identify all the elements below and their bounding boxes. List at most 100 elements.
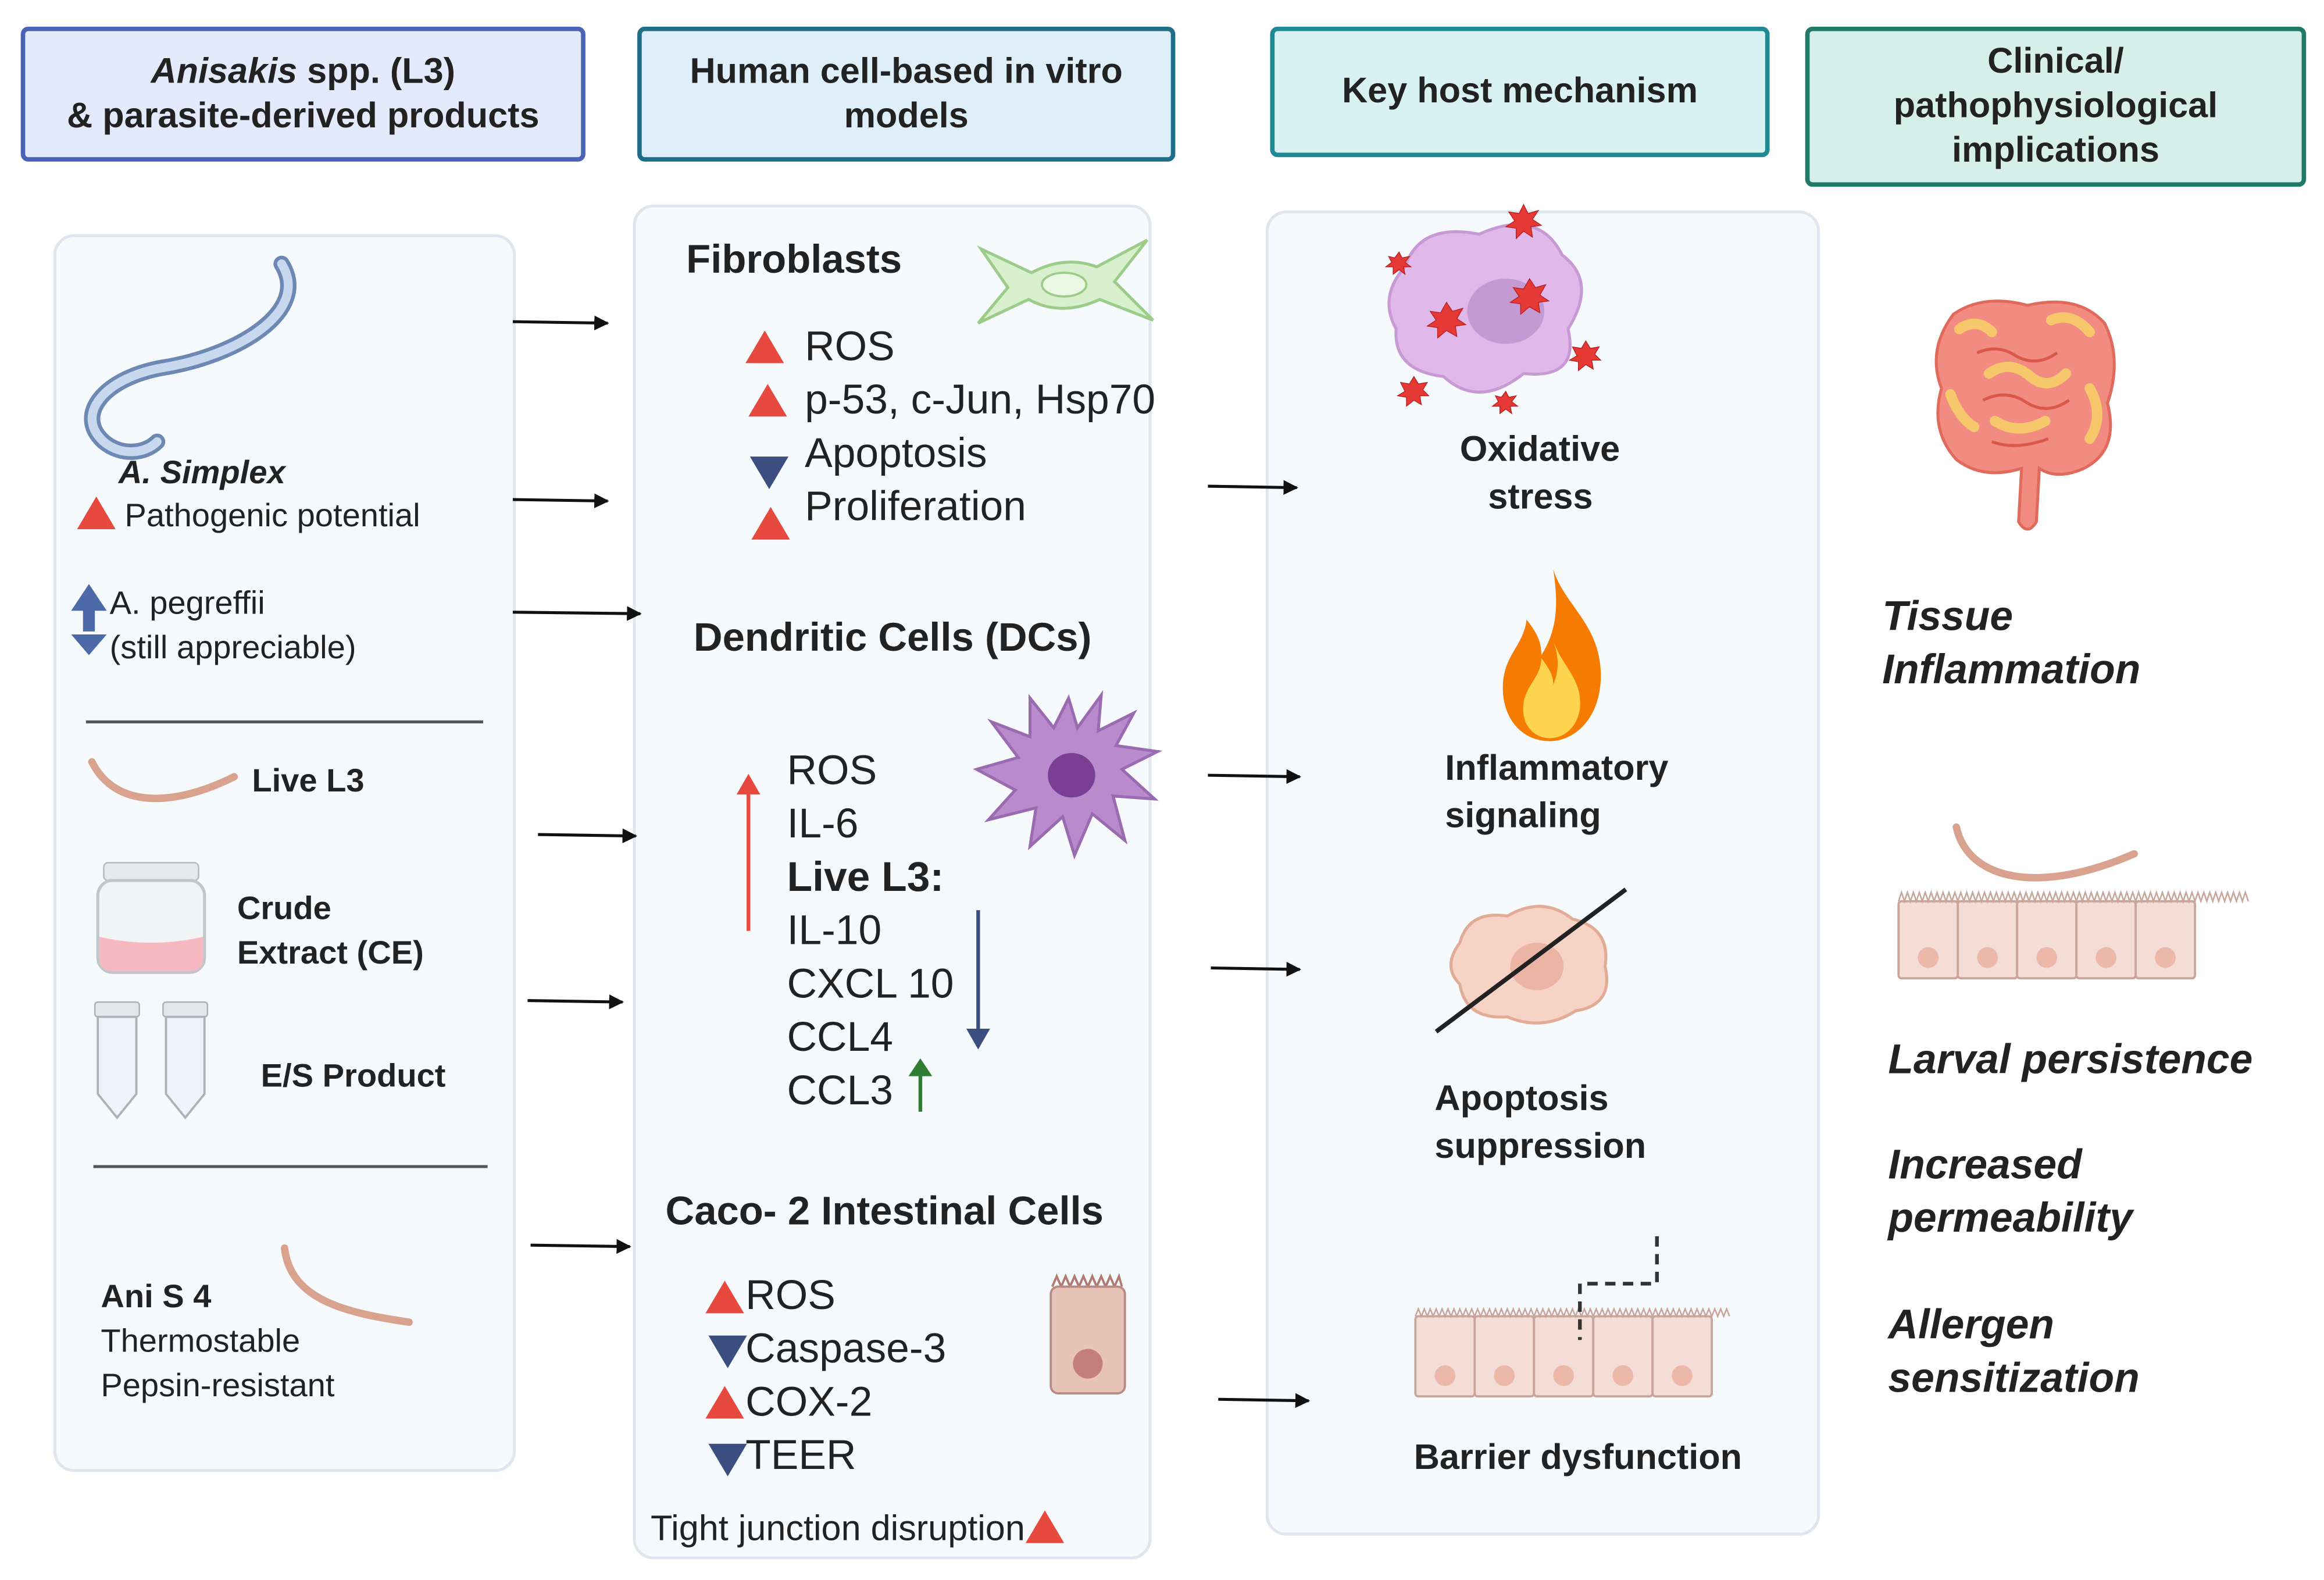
pepsin-label: Pepsin-resistant [101,1367,335,1404]
caco-cox2: COX-2 [745,1378,873,1425]
header-parasite-line2: & parasite-derived products [67,95,540,136]
header-anisakis-italic: Anisakis [151,51,298,91]
caco-ros-increase-icon [705,1281,744,1314]
caco-caspase: Caspase-3 [745,1325,947,1371]
header-clinical-implications: Clinical/ pathophysiological implication… [1805,26,2307,187]
fibroblast-cell-icon [976,238,1154,324]
caco-teer-decrease-icon [708,1443,747,1476]
dc-decrease-arrow [966,910,990,1050]
caco-caspase-decrease-icon [708,1335,747,1368]
larval-persistence-label: Larval persistence [1888,1036,2253,1082]
fibro-p53-increase-icon [748,384,787,417]
header-invitro-text: Human cell-based in vitro models [690,51,1123,136]
es-product-label: E/S Product [260,1057,446,1094]
flame-icon [1502,569,1601,741]
ros-burst-icons [1384,204,1602,415]
panel-parasite [53,234,516,1472]
intestinal-cell-icon [1049,1272,1126,1394]
arrow-1 [512,315,609,331]
oxidative-cell-icon [1384,204,1602,415]
caco2-title: Caco- 2 Intestinal Cells [665,1189,1104,1233]
header-clinical-text: Clinical/ pathophysiological implication… [1893,41,2218,171]
tubes-icon [94,1001,209,1119]
header-host-mechanism: Key host mechanism [1270,26,1770,158]
inflammatory-line2: signaling [1445,796,1601,836]
dc-ccl4: CCL4 [787,1014,894,1060]
fibroblasts-title: Fibroblasts [686,237,902,282]
oxidative-stress-line2: stress [1488,477,1593,518]
simplex-effect-row: Pathogenic potential [77,496,420,535]
increased-permeability-line1: Increased [1888,1141,2082,1187]
dc-title: Dendritic Cells (DCs) [693,615,1092,660]
tight-junction-increase-icon [1024,1510,1064,1543]
barrier-epithelium-icon [1414,1236,1730,1398]
arrow-3 [512,606,642,621]
tissue-inflammation-line1: Tissue [1882,593,2014,639]
arrow-10 [1218,1393,1311,1408]
arrow-9 [1211,961,1302,977]
anis4-label: Ani S 4 [101,1278,212,1315]
live-l3-label: Live L3 [252,762,365,799]
dc-cxcl10: CXCL 10 [787,960,954,1007]
allergen-sensitization-line2: sensitization [1888,1354,2140,1401]
pegreffii-label: A. pegreffii [109,584,265,622]
fibro-proliferation-increase-icon [751,507,790,540]
pegreffii-effect: (still appreciable) [109,628,356,666]
dc-ros: ROS [787,747,877,793]
anis4-larva-icon [281,1244,413,1326]
nematode-icon [84,255,297,460]
tight-junction-row: Tight junction disruption [651,1508,1064,1550]
tissue-inflammation-line2: Inflammation [1882,646,2141,693]
arrow-8 [1208,769,1302,784]
ccl3-increase-arrow [908,1058,933,1112]
divider-2 [93,1165,488,1168]
fibro-p53: p-53, c-Jun, Hsp70 [805,376,1156,423]
inflammatory-line1: Inflammatory [1445,748,1669,789]
arrow-5 [527,994,624,1010]
jar-icon [96,862,206,974]
fibro-apoptosis: Apoptosis [805,430,987,476]
header-mechanism-text: Key host mechanism [1342,71,1698,112]
crude-extract-line1: Crude [237,889,331,927]
fibro-proliferation: Proliferation [805,483,1026,529]
header-invitro-models: Human cell-based in vitro models [637,26,1176,162]
arrow-7 [1208,480,1298,495]
apoptosis-suppression-line2: suppression [1434,1126,1647,1167]
intestine-icon [1934,299,2116,531]
dc-il10: IL-10 [787,907,882,954]
thermostable-label: Thermostable [101,1322,301,1360]
crude-extract-line2: Extract (CE) [237,933,424,971]
header-anisakis-rest: spp. (L3) [297,51,456,91]
barrier-dysfunction-label: Barrier dysfunction [1413,1438,1743,1478]
caco-teer: TEER [745,1432,856,1478]
dc-il6: IL-6 [787,800,859,847]
larva-on-epithelium-icon [1897,823,2250,980]
tight-junction-text: Tight junction disruption [651,1508,1025,1549]
simplex-label: A. Simplex [118,453,285,491]
fibro-ros-increase-icon [745,330,784,363]
dc-ccl3: CCL3 [787,1067,894,1114]
fibro-ros: ROS [805,323,895,369]
header-parasite-products: Anisakis spp. (L3) & parasite-derived pr… [20,26,586,162]
increase-icon [77,496,116,529]
dc-live-l3: Live L3: [787,854,944,900]
dendritic-cell-icon [973,690,1163,860]
allergen-sensitization-line1: Allergen [1888,1301,2054,1348]
live-larva-icon [88,758,238,803]
dc-increase-arrow [736,773,761,931]
increased-permeability-line2: permeability [1888,1194,2133,1241]
apoptosis-suppression-line1: Apoptosis [1434,1079,1609,1119]
fibro-apoptosis-decrease-icon [749,456,789,490]
arrow-4 [538,828,638,844]
arrow-2 [512,493,609,508]
caco-ros: ROS [745,1272,836,1318]
panel-mechanism [1265,210,1820,1536]
up-down-arrow-icon [71,584,107,655]
caco-cox-increase-icon [705,1386,744,1419]
oxidative-stress-line1: Oxidative [1459,430,1620,470]
arrow-6 [530,1239,631,1254]
simplex-effect: Pathogenic potential [124,496,420,534]
divider-1 [85,720,483,723]
